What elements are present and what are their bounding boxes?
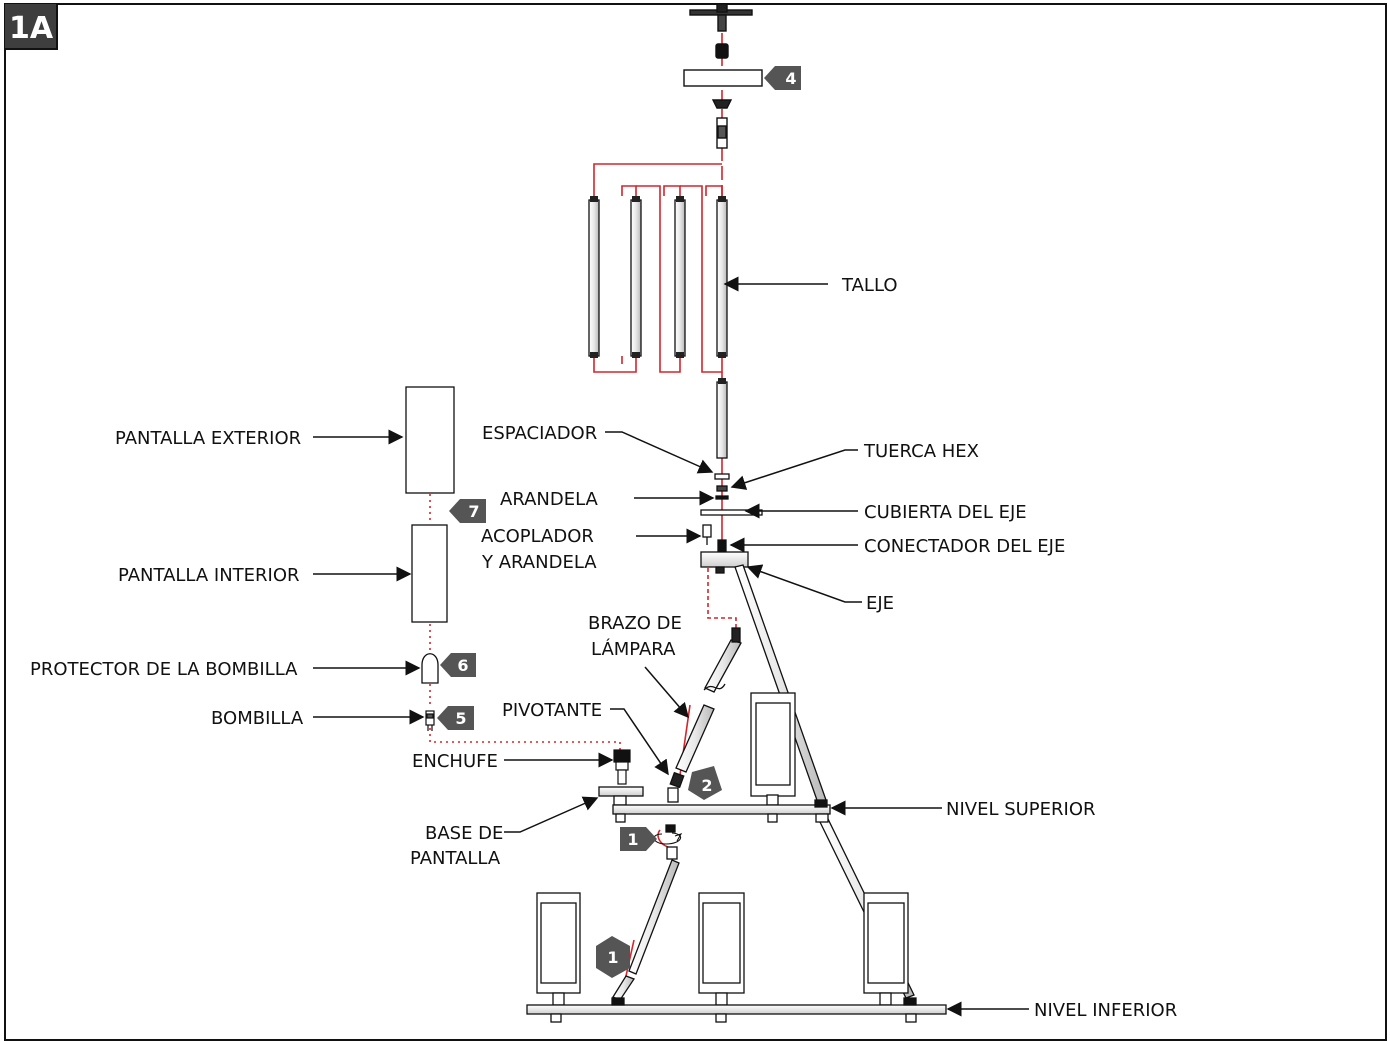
label-eje: EJE (866, 593, 894, 614)
label-arandela: ARANDELA (500, 489, 599, 510)
svg-text:1: 1 (627, 830, 638, 849)
inner-shade (411, 524, 448, 623)
svg-text:2: 2 (701, 776, 712, 795)
svg-text:1: 1 (607, 948, 618, 967)
stem-2 (630, 199, 642, 357)
figure-frame (4, 3, 1387, 1041)
hex-nut (716, 485, 728, 492)
shaft-connector (717, 539, 727, 553)
canopy (683, 69, 763, 87)
bulb (425, 710, 435, 731)
label-espaciador: ESPACIADOR (482, 423, 597, 444)
step-1-badge-upper: 1 (620, 827, 657, 851)
stem-caps (590, 196, 726, 384)
svg-text:6: 6 (457, 656, 468, 675)
label-protector: PROTECTOR DE LA BOMBILLA (30, 659, 298, 680)
part-labels: TALLO PANTALLA EXTERIOR ESPACIADOR TUERC… (30, 275, 1177, 1021)
bulb-guard (421, 653, 439, 684)
svg-text:5: 5 (455, 709, 466, 728)
step-4-badge: 4 (764, 66, 801, 90)
lower-tier (526, 892, 947, 1023)
label-enchufe: ENCHUFE (412, 751, 498, 772)
label-cubierta-eje: CUBIERTA DEL EJE (864, 502, 1027, 523)
label-bombilla: BOMBILLA (211, 708, 304, 729)
label-pantalla: PANTALLA (410, 848, 501, 869)
label-pantalla-interior: PANTALLA INTERIOR (118, 565, 300, 586)
lamp-arm (667, 627, 742, 803)
stem-5 (716, 381, 728, 459)
leader-lines (313, 276, 1029, 1017)
canopy-hardware (683, 3, 763, 149)
assembly-guide-lines (593, 14, 737, 986)
shades (405, 386, 455, 684)
label-conectador-eje: CONECTADOR DEL EJE (864, 536, 1065, 557)
label-pantalla-exterior: PANTALLA EXTERIOR (115, 428, 301, 449)
coupler (702, 524, 712, 538)
step-2-badge: 2 (688, 766, 722, 800)
step-badges: 4 7 6 5 2 1 1 (437, 66, 801, 978)
stem-1 (588, 199, 600, 357)
figure-id-text: 1A (9, 11, 54, 46)
label-tallo: TALLO (841, 275, 898, 296)
stem-4 (716, 199, 728, 357)
svg-text:4: 4 (785, 69, 796, 88)
step-5-badge: 5 (437, 706, 474, 730)
spacer (714, 473, 730, 480)
shaft-cover (700, 509, 763, 516)
label-base-de: BASE DE (425, 823, 503, 844)
label-tuerca-hex: TUERCA HEX (863, 441, 979, 462)
shaft-hardware (700, 473, 763, 574)
svg-text:7: 7 (468, 502, 479, 521)
label-acoplador: ACOPLADOR (481, 526, 594, 547)
stems (588, 199, 728, 459)
step-6-badge: 6 (440, 653, 476, 677)
stem-3 (674, 199, 686, 357)
label-lampara: LÁMPARA (591, 638, 676, 660)
washer (715, 495, 729, 500)
step-7-badge: 7 (449, 499, 486, 523)
label-y-arandela: Y ARANDELA (481, 552, 597, 573)
figure-id-badge: 1A (5, 4, 58, 50)
label-nivel-superior: NIVEL SUPERIOR (946, 799, 1096, 820)
upper-tier (598, 692, 831, 860)
label-nivel-inferior: NIVEL INFERIOR (1034, 1000, 1177, 1021)
label-pivotante: PIVOTANTE (502, 700, 602, 721)
shade-guide-lines (429, 494, 621, 752)
label-brazo-de: BRAZO DE (588, 613, 682, 634)
lower-tier-bar (526, 1004, 947, 1015)
socket (613, 749, 631, 785)
shade-base-plate (598, 786, 644, 797)
shaft-body (700, 551, 749, 568)
upper-shade-frame (750, 692, 796, 797)
outer-shade (405, 386, 455, 494)
upper-tier-bar (612, 804, 831, 815)
step-1-badge-lower: 1 (596, 936, 630, 978)
